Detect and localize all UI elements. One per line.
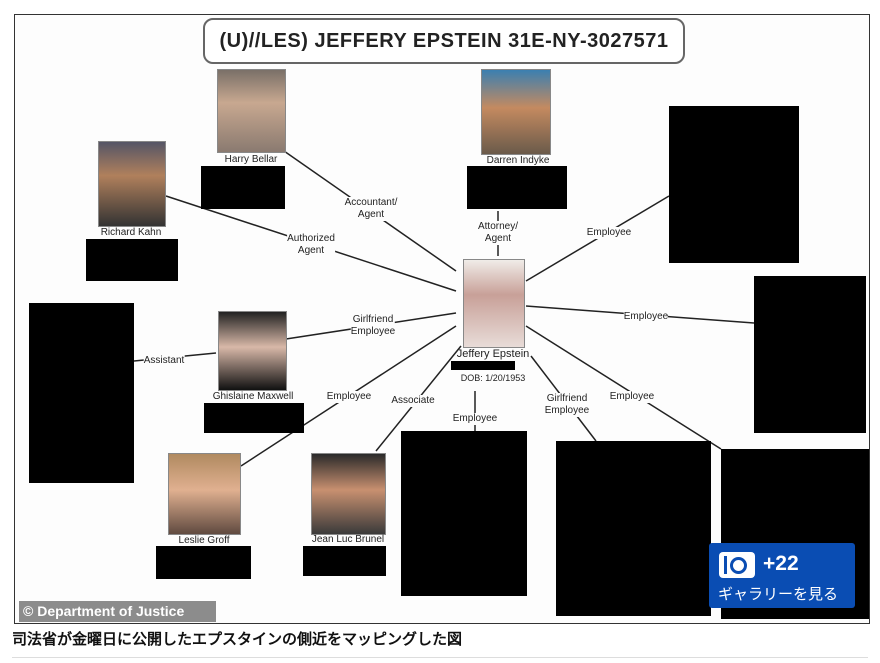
harry-bellar-photo <box>217 69 286 153</box>
diagram-image: (U)//LES) JEFFERY EPSTEIN 31E-NY-3027571… <box>14 14 870 624</box>
center-name: Jeffery Epstein <box>456 348 530 360</box>
jean-luc-brunel-photo <box>311 453 386 535</box>
redaction <box>201 166 285 209</box>
center-dob: DOB: 1/20/1953 <box>460 373 526 383</box>
relation-label: Girlfriend Employee <box>544 393 590 417</box>
relation-label: Attorney/ Agent <box>477 221 519 245</box>
relation-label: Accountant/ Agent <box>344 197 398 221</box>
leslie-groff-photo <box>168 453 241 535</box>
relation-label: Authorized Agent <box>287 233 335 257</box>
person-name: Harry Bellar <box>224 154 278 165</box>
gallery-count: +22 <box>763 552 799 575</box>
person-name: Richard Kahn <box>100 227 162 238</box>
redaction <box>29 303 134 483</box>
diagram-title: (U)//LES) JEFFERY EPSTEIN 31E-NY-3027571 <box>203 18 685 64</box>
person-name: Darren Indyke <box>486 155 550 166</box>
relation-label: Employee <box>452 413 498 425</box>
redaction <box>556 441 711 616</box>
relation-label: Assistant <box>143 355 185 367</box>
relation-label: Girlfriend Employee <box>350 314 396 338</box>
redaction <box>669 106 799 263</box>
ghislaine-maxwell-photo <box>218 311 287 391</box>
relation-label: Employee <box>326 391 372 403</box>
relation-label: Associate <box>391 395 435 407</box>
redaction <box>86 239 178 281</box>
jeffery-epstein-photo <box>463 259 525 348</box>
relation-label: Employee <box>623 311 669 323</box>
gallery-label: ギャラリーを見る <box>718 586 839 603</box>
camera-icon <box>719 552 755 578</box>
person-name: Ghislaine Maxwell <box>212 391 294 402</box>
redaction <box>467 166 567 209</box>
image-credit: © Department of Justice <box>19 601 216 622</box>
relation-label: Employee <box>609 391 655 403</box>
relation-label: Employee <box>586 227 632 239</box>
redaction <box>303 546 386 576</box>
person-name: Jean Luc Brunel <box>311 534 385 545</box>
redaction <box>451 361 515 370</box>
redaction <box>754 276 866 433</box>
divider <box>12 657 868 658</box>
gallery-button[interactable]: +22 ギャラリーを見る <box>709 543 855 608</box>
redaction <box>156 546 251 579</box>
image-caption: 司法省が金曜日に公開したエプスタインの側近をマッピングした図 <box>12 631 463 648</box>
redaction <box>401 431 527 596</box>
person-name: Leslie Groff <box>178 535 230 546</box>
darren-indyke-photo <box>481 69 551 155</box>
richard-kahn-photo <box>98 141 166 227</box>
redaction <box>204 403 304 433</box>
